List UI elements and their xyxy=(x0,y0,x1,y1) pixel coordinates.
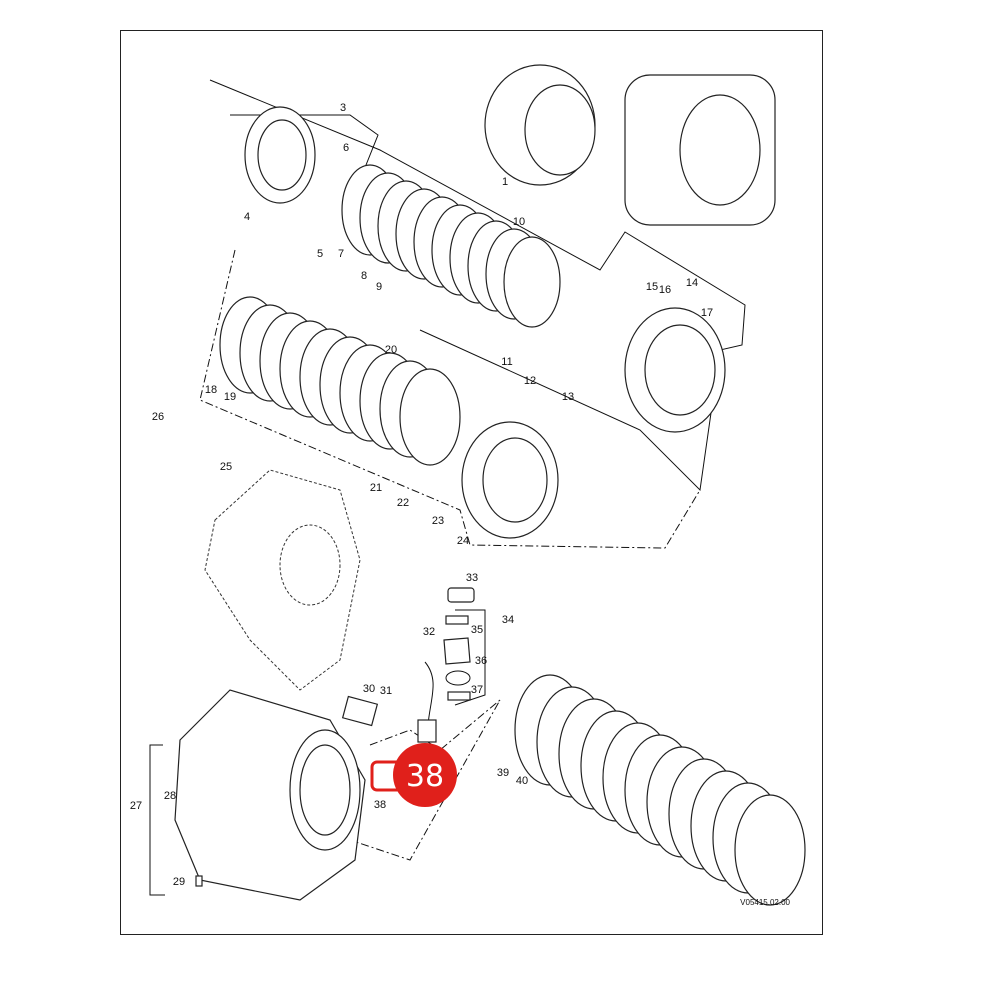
diagram-frame xyxy=(120,30,823,935)
clutch-disc xyxy=(503,236,561,328)
callout-4: 4 xyxy=(244,211,250,223)
callout-27: 27 xyxy=(130,800,142,812)
part-33-cap xyxy=(447,587,475,603)
part-32-valve-body xyxy=(443,637,471,665)
callout-30: 30 xyxy=(363,683,375,695)
callout-39: 39 xyxy=(497,767,509,779)
callout-17: 17 xyxy=(701,307,713,319)
highlight-badge-38[interactable] xyxy=(393,743,457,807)
callout-38: 38 xyxy=(374,799,386,811)
end-cover xyxy=(624,307,726,433)
transmission-case xyxy=(174,689,366,901)
part-37-gasket xyxy=(447,691,471,701)
callout-14: 14 xyxy=(686,277,698,289)
callout-29: 29 xyxy=(173,876,185,888)
callout-9: 9 xyxy=(376,281,382,293)
clutch-disc xyxy=(399,368,461,466)
callout-23: 23 xyxy=(432,515,444,527)
seal-plate-4 xyxy=(244,106,316,204)
callout-36: 36 xyxy=(475,655,487,667)
callout-40: 40 xyxy=(516,775,528,787)
callout-10: 10 xyxy=(513,216,525,228)
callout-20: 20 xyxy=(385,344,397,356)
part-35-gasket xyxy=(445,615,469,625)
callout-15: 15 xyxy=(646,281,658,293)
middle-disc-stack xyxy=(219,296,461,466)
callout-8: 8 xyxy=(361,270,367,282)
callout-32: 32 xyxy=(423,626,435,638)
lower-disc-stack xyxy=(514,674,806,906)
transmission-housing-assembled xyxy=(624,74,776,226)
bracket-27 xyxy=(149,744,165,896)
callout-18: 18 xyxy=(205,384,217,396)
part-30-cover-plate xyxy=(341,695,379,727)
callout-22: 22 xyxy=(397,497,409,509)
group-boundary-lower xyxy=(349,699,501,861)
callout-24: 24 xyxy=(457,535,469,547)
callout-5: 5 xyxy=(317,248,323,260)
upper-disc-stack xyxy=(341,164,561,328)
callout-19: 19 xyxy=(224,391,236,403)
callout-35: 35 xyxy=(471,624,483,636)
callout-7: 7 xyxy=(338,248,344,260)
callout-34: 34 xyxy=(502,614,514,626)
callout-33: 33 xyxy=(466,572,478,584)
callout-3: 3 xyxy=(340,102,346,114)
callout-12: 12 xyxy=(524,375,536,387)
group-boundary-upper xyxy=(209,79,746,492)
converter-housing xyxy=(204,469,361,691)
part-36-o-ring xyxy=(445,670,471,686)
sensor-body xyxy=(417,719,437,743)
callout-26: 26 xyxy=(152,411,164,423)
callout-25: 25 xyxy=(220,461,232,473)
callout-31: 31 xyxy=(380,685,392,697)
clutch-disc xyxy=(734,794,806,906)
clutch-pack-assembled xyxy=(484,64,596,186)
callout-1: 1 xyxy=(502,176,508,188)
group-boundary-middle xyxy=(199,249,701,549)
callout-13: 13 xyxy=(562,391,574,403)
wiring-harness xyxy=(424,661,434,726)
callout-37: 37 xyxy=(471,684,483,696)
part-29-plug xyxy=(195,875,203,887)
highlight-badge-label: 38 xyxy=(406,759,444,794)
reference-code: V05415.02.00 xyxy=(740,898,790,907)
piston-housing xyxy=(461,421,559,539)
callout-11: 11 xyxy=(501,356,512,368)
callout-16: 16 xyxy=(659,284,671,296)
callout-28: 28 xyxy=(164,790,176,802)
callout-6: 6 xyxy=(343,142,349,154)
callout-21: 21 xyxy=(370,482,382,494)
